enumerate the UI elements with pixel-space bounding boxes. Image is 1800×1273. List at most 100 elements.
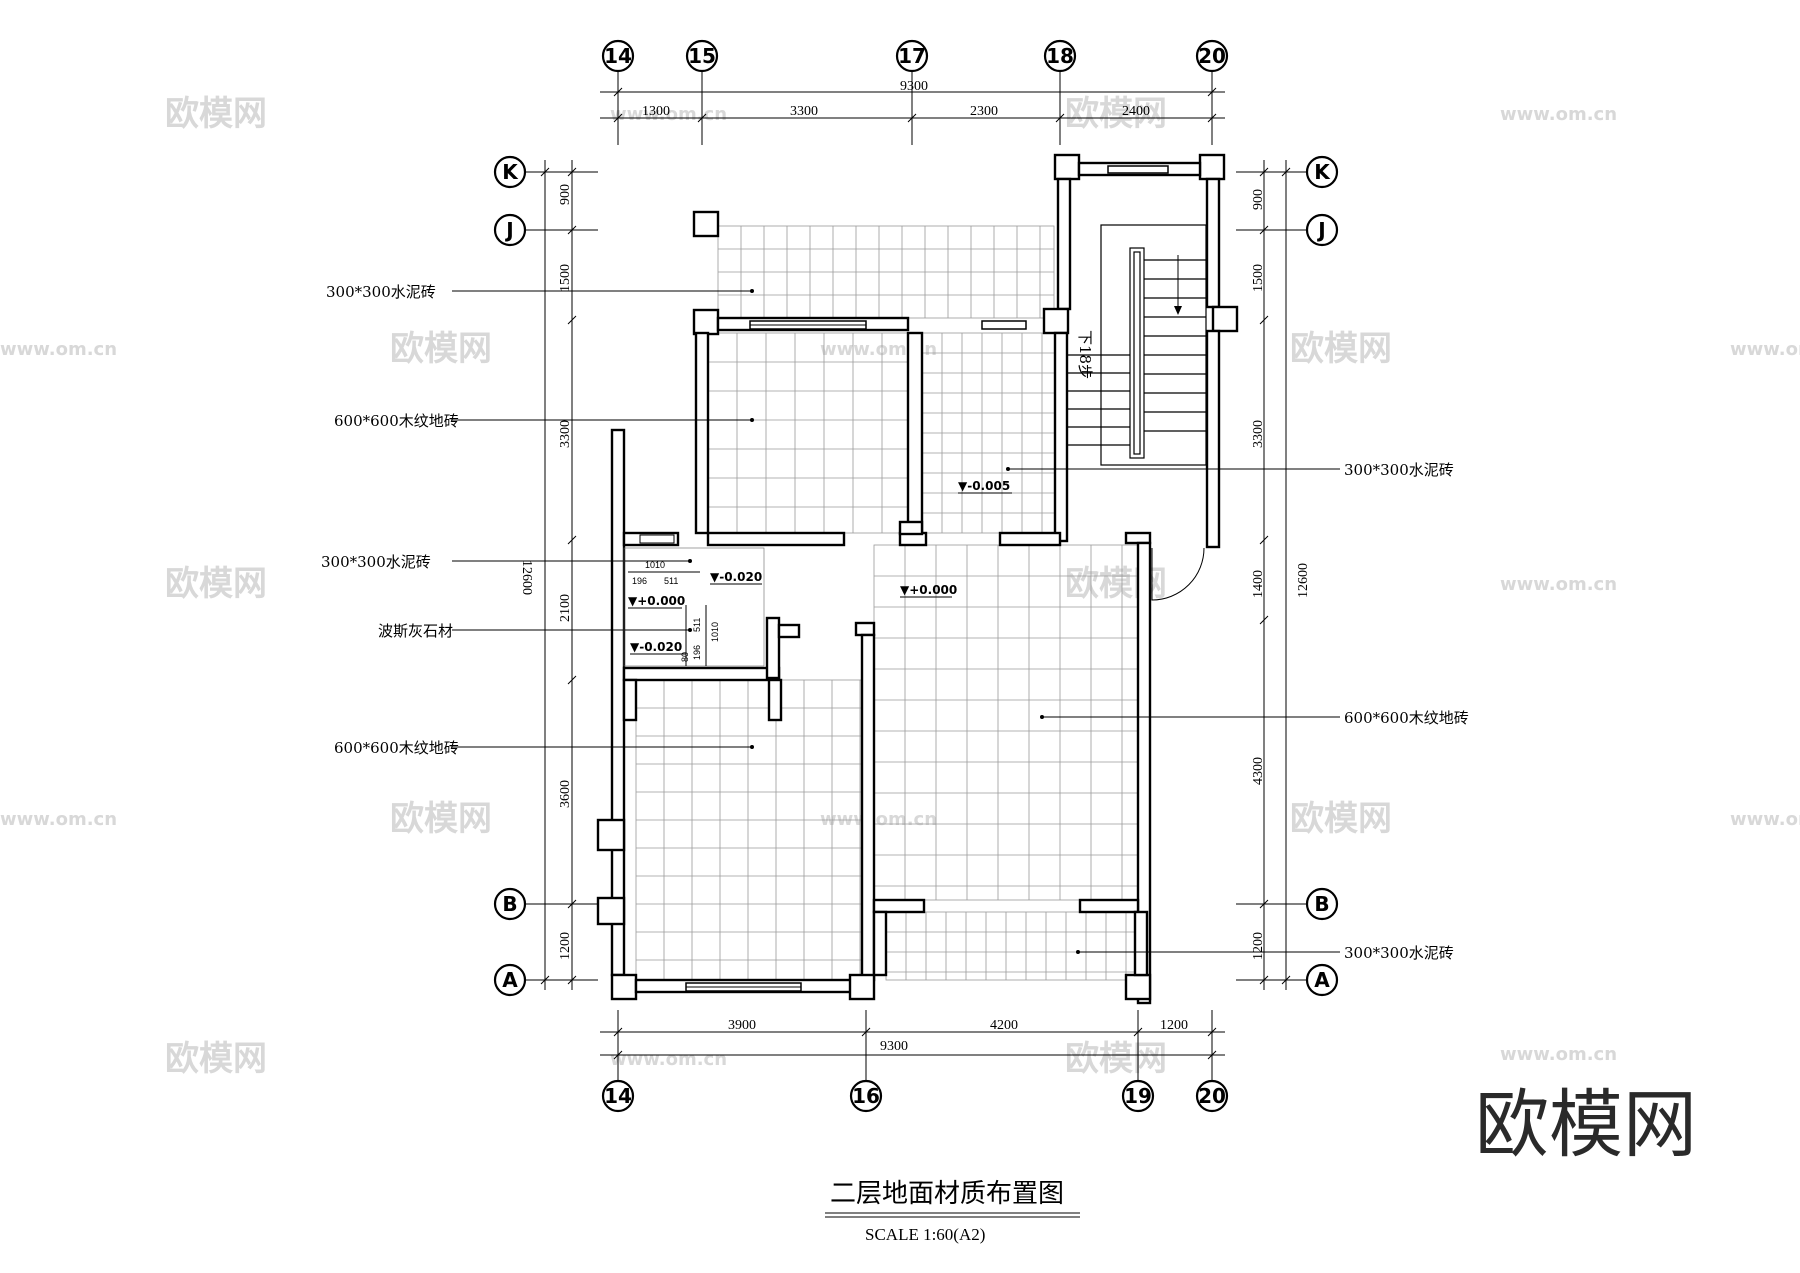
level-mark: ▼+0.000 <box>900 583 957 597</box>
grid-bubble-top-label: 20 <box>1198 44 1226 68</box>
watermark-url: www.om.cn <box>1730 809 1800 830</box>
grid-bubble-top-label: 15 <box>688 44 716 68</box>
dim-right-segment: 900 <box>1251 189 1266 210</box>
bathroom-dimensions: 1010 196 511 511 1010 196 80 <box>623 547 765 667</box>
level-mark: ▼+0.000 <box>628 594 685 608</box>
bath-dim: 196 <box>632 576 647 586</box>
dim-bottom-segment: 4200 <box>990 1018 1018 1033</box>
dim-left-segment: 1500 <box>558 264 573 292</box>
material-label: 300*300水泥砖 <box>321 553 431 571</box>
watermark-logo: 欧模网 <box>390 329 492 369</box>
dim-top-segment: 2300 <box>970 104 998 119</box>
watermark-logo: 欧模网 <box>1290 799 1392 839</box>
grid-bubble-bottom <box>1121 1079 1155 1113</box>
drawing-title: 二层地面材质布置图 <box>830 1179 1064 1209</box>
drawing-scale: SCALE 1:60(A2) <box>865 1225 985 1244</box>
grid-bubble-bottom-label: 20 <box>1198 1084 1226 1108</box>
tile-area <box>635 679 863 981</box>
watermark-url: www.om.cn <box>820 809 937 830</box>
walls <box>596 153 1239 1005</box>
watermark-url: www.om.cn <box>1730 339 1800 360</box>
material-label: 300*300水泥砖 <box>1344 944 1454 962</box>
watermark-logo: 欧模网 <box>165 564 267 604</box>
dim-right-segment: 1400 <box>1251 570 1266 598</box>
grid-bubble-left <box>493 213 527 247</box>
bath-dim: 1010 <box>645 560 665 570</box>
dim-top-segment: 3300 <box>790 104 818 119</box>
grid-bubble-top <box>685 39 719 73</box>
level-mark: ▼-0.005 <box>958 479 1010 493</box>
staircase: 下18步 <box>1068 224 1207 466</box>
grid-bubble-bottom <box>1195 1079 1229 1113</box>
grid-bubble-right <box>1305 155 1339 189</box>
grid-bubble-left-label: A <box>502 968 518 992</box>
grid-bubble-left <box>493 887 527 921</box>
material-labels: 300*300水泥砖 600*600木纹地砖 300*300水泥砖 波斯灰石材 … <box>321 283 1469 962</box>
dim-top-total: 9300 <box>900 79 928 94</box>
watermark-url: www.om.cn <box>610 104 727 125</box>
bath-dim: 1010 <box>710 622 720 642</box>
dim-right-segment: 3300 <box>1251 420 1266 448</box>
grid-bubble-bottom-label: 16 <box>852 1084 880 1108</box>
material-label: 波斯灰石材 <box>378 622 453 640</box>
drawing-title-block: 二层地面材质布置图 SCALE 1:60(A2) <box>825 1179 1080 1244</box>
watermark-url: www.om.cn <box>1500 1044 1617 1065</box>
watermark-url: www.om.cn <box>1500 104 1617 125</box>
watermark-logo: 欧模网 <box>390 799 492 839</box>
grid-bubble-right-label: K <box>1314 160 1331 184</box>
dim-bottom-total: 9300 <box>880 1039 908 1054</box>
grid-bubble-top-label: 14 <box>604 44 632 68</box>
watermark-url: www.om.cn <box>0 339 117 360</box>
dim-left-segment: 3600 <box>558 780 573 808</box>
grid-bubble-right <box>1305 213 1339 247</box>
watermark-url: www.om.cn <box>610 1049 727 1070</box>
dim-left-segment: 2100 <box>558 594 573 622</box>
dim-top-segment: 2400 <box>1122 104 1150 119</box>
stair-note: 下18步 <box>1076 330 1094 379</box>
grid-bubble-right-label: J <box>1316 218 1325 242</box>
grid-bubble-right <box>1305 963 1339 997</box>
grid-axis-lines <box>525 72 1306 1080</box>
grid-bubble-right-label: A <box>1314 968 1330 992</box>
dim-right-segment: 4300 <box>1251 757 1266 785</box>
material-label: 600*600木纹地砖 <box>334 739 459 757</box>
dimension-texts: 9300 1300 3300 2300 2400 3900 4200 1200 … <box>519 79 1311 1054</box>
dim-left-segment: 3300 <box>558 420 573 448</box>
watermark-logo: 欧模网 <box>1065 1039 1167 1079</box>
dim-left-segment: 900 <box>558 184 573 205</box>
grid-bubble-bottom <box>601 1079 635 1113</box>
material-label: 300*300水泥砖 <box>326 283 436 301</box>
grid-bubble-top <box>1195 39 1229 73</box>
grid-bubble-bottom <box>849 1079 883 1113</box>
tile-area <box>885 911 1136 981</box>
dim-right-segment: 1500 <box>1251 264 1266 292</box>
level-mark: ▼-0.020 <box>710 570 762 584</box>
floor-tiles <box>635 225 1139 981</box>
dim-bottom-segment: 1200 <box>1160 1018 1188 1033</box>
grid-bubble-top-label: 18 <box>1046 44 1074 68</box>
dimension-lines <box>540 87 1291 1060</box>
dim-left-total: 12600 <box>519 560 534 595</box>
material-label: 300*300水泥砖 <box>1344 461 1454 479</box>
grid-bubble-top <box>601 39 635 73</box>
watermark-url: www.om.cn <box>0 809 117 830</box>
watermark-logo: 欧模网 <box>165 1039 267 1079</box>
dim-right-segment: 1200 <box>1251 932 1266 960</box>
watermark-url: www.om.cn <box>1500 574 1617 595</box>
grid-bubble-left <box>493 963 527 997</box>
material-label: 600*600木纹地砖 <box>334 412 459 430</box>
grid-bubble-left-label: J <box>504 218 513 242</box>
grid-bubble-left-label: B <box>502 892 517 916</box>
material-label: 600*600木纹地砖 <box>1344 709 1469 727</box>
grid-bubble-left <box>493 155 527 189</box>
grid-bubble-top <box>1043 39 1077 73</box>
tile-area <box>707 332 909 534</box>
grid-bubble-bottom-label: 14 <box>604 1084 632 1108</box>
grid-bubble-right <box>1305 887 1339 921</box>
bath-dim: 511 <box>664 576 678 586</box>
level-mark: ▼-0.020 <box>630 640 682 654</box>
watermark-logo: 欧模网 <box>165 94 267 134</box>
level-marks: ▼-0.005 ▼+0.000 ▼-0.020 ▼+0.000 ▼-0.020 <box>628 479 1012 655</box>
